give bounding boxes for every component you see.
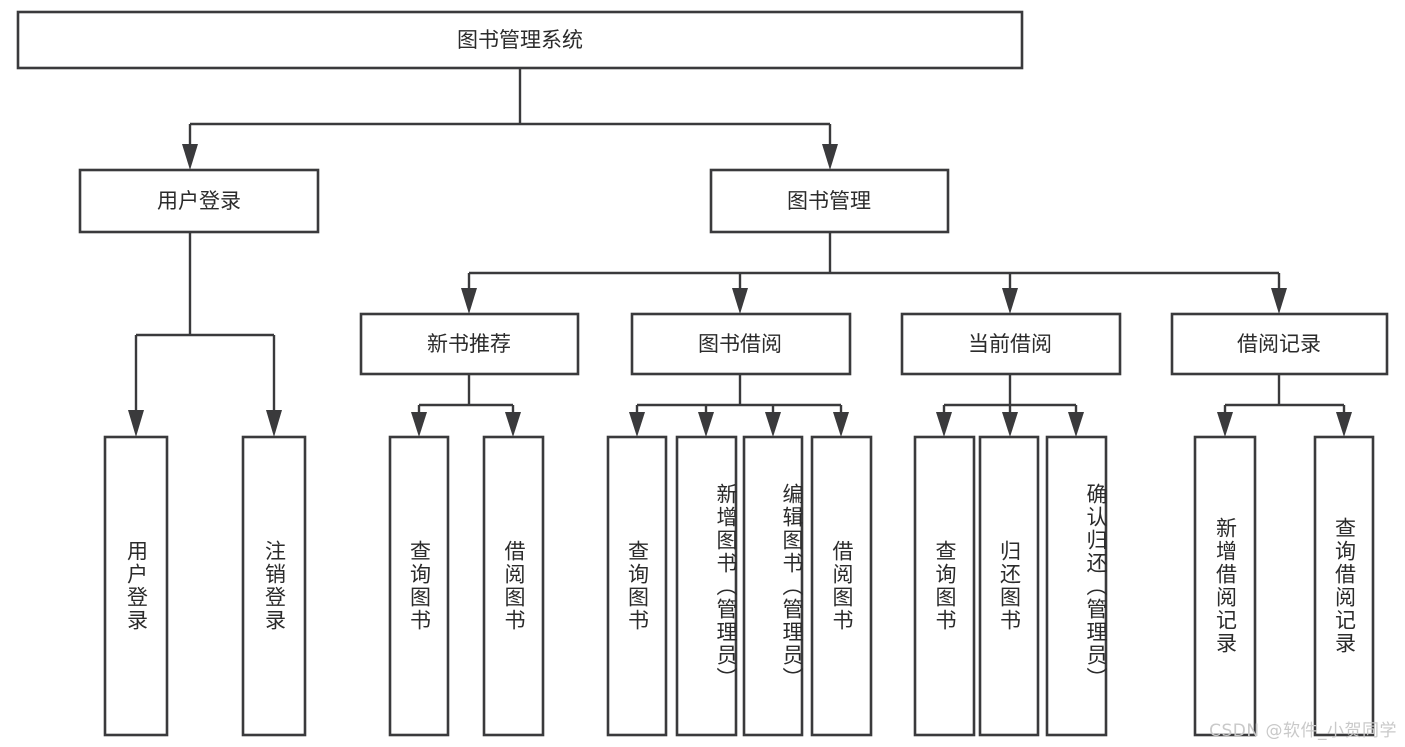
connector-group-new-book-rec [411, 374, 521, 437]
node-current-borrow-label: 当前借阅 [968, 332, 1052, 356]
node-new-book-rec[interactable]: 新书推荐 [359, 312, 580, 376]
arrow-head-leaf-add-record [1217, 412, 1233, 437]
arrow-head-leaf-confirm-return [1068, 412, 1084, 437]
node-user-login[interactable]: 用户登录 [78, 168, 320, 234]
connector-group-book-manage [461, 232, 1287, 314]
arrow-head-leaf-query-book-1 [411, 412, 427, 437]
arrow-head-leaf-edit-book [765, 412, 781, 437]
arrow-head-leaf-borrow-book-2 [833, 412, 849, 437]
node-book-borrow[interactable]: 图书借阅 [630, 312, 852, 376]
node-leaf-edit-book-rect[interactable] [742, 435, 804, 737]
node-leaf-user-login-rect[interactable] [103, 435, 169, 737]
node-root-label: 图书管理系统 [457, 28, 583, 52]
arrow-head-borrow-record [1271, 288, 1287, 314]
node-book-manage-rect[interactable] [709, 168, 950, 234]
node-leaf-query-book-3-rect[interactable] [913, 435, 976, 737]
arrow-head-current-borrow [1002, 288, 1018, 314]
node-leaf-borrow-book-2-rect[interactable] [810, 435, 873, 737]
node-borrow-record[interactable]: 借阅记录 [1170, 312, 1389, 376]
connector-group-user-login [128, 232, 282, 437]
arrow-head-new-book-rec [461, 288, 477, 314]
arrow-head-leaf-query-book-3 [936, 412, 952, 437]
arrow-head-book-borrow [732, 288, 748, 314]
node-borrow-record-label: 借阅记录 [1237, 332, 1321, 356]
node-borrow-record-rect[interactable] [1170, 312, 1389, 376]
node-leaf-return-book-rect[interactable] [978, 435, 1040, 737]
node-root-rect[interactable] [16, 10, 1024, 70]
node-user-login-rect[interactable] [78, 168, 320, 234]
arrow-head-leaf-query-record [1336, 412, 1352, 437]
node-leaf-query-record-rect[interactable] [1313, 435, 1375, 737]
node-book-borrow-label: 图书借阅 [698, 332, 782, 356]
arrow-head-leaf-query-book-2 [629, 412, 645, 437]
connector-group-current-borrow [936, 374, 1084, 437]
arrow-head-leaf-user-login [128, 410, 144, 437]
node-current-borrow-rect[interactable] [900, 312, 1122, 376]
node-user-login-label: 用户登录 [157, 189, 241, 213]
node-book-borrow-rect[interactable] [630, 312, 852, 376]
node-new-book-rec-rect[interactable] [359, 312, 580, 376]
node-leaf-add-record-rect[interactable] [1193, 435, 1257, 737]
node-leaf-logout-rect[interactable] [241, 435, 307, 737]
connector-group-borrow-record [1217, 374, 1352, 437]
node-leaf-query-book-1-rect[interactable] [388, 435, 450, 737]
connector-group-root [182, 68, 838, 170]
arrow-head-leaf-borrow-book-1 [505, 412, 521, 437]
arrow-head-book-manage [822, 144, 838, 170]
arrow-head-leaf-return-book [1002, 412, 1018, 437]
node-current-borrow[interactable]: 当前借阅 [900, 312, 1122, 376]
arrow-head-leaf-add-book [698, 412, 714, 437]
node-leaf-add-book-rect[interactable] [675, 435, 738, 737]
node-leaf-borrow-book-1-rect[interactable] [482, 435, 545, 737]
node-root[interactable]: 图书管理系统 [16, 10, 1024, 70]
node-book-manage[interactable]: 图书管理 [709, 168, 950, 234]
csdn-watermark: CSDN @软件_小贺同学 [1209, 721, 1397, 741]
connector-group-book-borrow [629, 374, 849, 437]
node-leaf-query-book-2-rect[interactable] [606, 435, 668, 737]
node-book-manage-label: 图书管理 [787, 189, 871, 213]
arrow-head-leaf-logout [266, 410, 282, 437]
node-new-book-rec-label: 新书推荐 [427, 332, 511, 356]
node-leaf-confirm-return-rect[interactable] [1045, 435, 1108, 737]
arrow-head-user-login [182, 144, 198, 170]
